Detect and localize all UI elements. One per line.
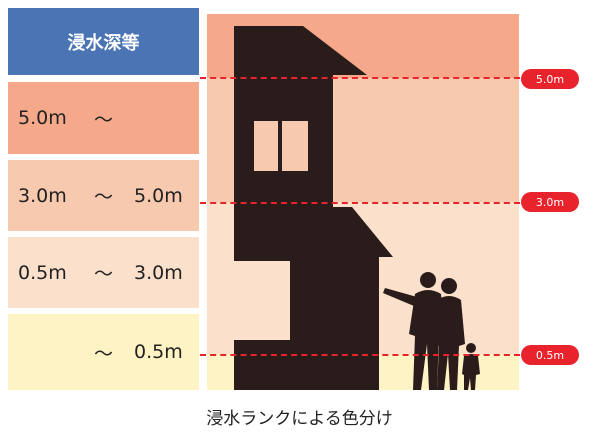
house-and-people-silhouette	[234, 26, 480, 390]
depth-line-5m	[200, 77, 520, 79]
legend-row-3m-5m: 3.0m 〜 5.0m	[8, 160, 199, 231]
person-child	[462, 343, 480, 390]
legend-header: 浸水深等	[8, 8, 199, 75]
legend-row-to: 0.5m	[134, 341, 183, 363]
legend-row-under-0-5m: 〜 0.5m	[8, 314, 199, 390]
legend-row-tilde: 〜	[94, 108, 114, 131]
depth-line-0-5m	[200, 354, 520, 356]
depth-badge-0-5m: 0.5m	[521, 345, 579, 365]
house-silhouette	[234, 26, 393, 390]
legend-row-from: 5.0m	[18, 107, 67, 129]
window-pane-right	[282, 121, 308, 171]
person-adult	[433, 278, 465, 390]
window-pane-left	[254, 121, 278, 171]
legend-row-5m-plus: 5.0m 〜	[8, 82, 199, 154]
legend-row-from: 3.0m	[18, 184, 67, 207]
legend-row-tilde: 〜	[94, 342, 114, 365]
depth-line-3m	[200, 202, 520, 204]
legend-row-to: 3.0m	[134, 261, 183, 284]
figure-caption: 浸水ランクによる色分け	[206, 409, 393, 429]
legend-row-from: 0.5m	[18, 261, 67, 284]
legend-row-tilde: 〜	[94, 263, 114, 285]
flood-depth-scene	[207, 14, 519, 390]
legend-row-to: 5.0m	[134, 184, 183, 207]
depth-badge-5m: 5.0m	[521, 69, 579, 89]
legend-row-0-5m-3m: 0.5m 〜 3.0m	[8, 237, 199, 308]
legend-row-tilde: 〜	[94, 186, 114, 208]
legend-header-label: 浸水深等	[67, 32, 140, 54]
depth-badge-3m: 3.0m	[521, 192, 579, 212]
